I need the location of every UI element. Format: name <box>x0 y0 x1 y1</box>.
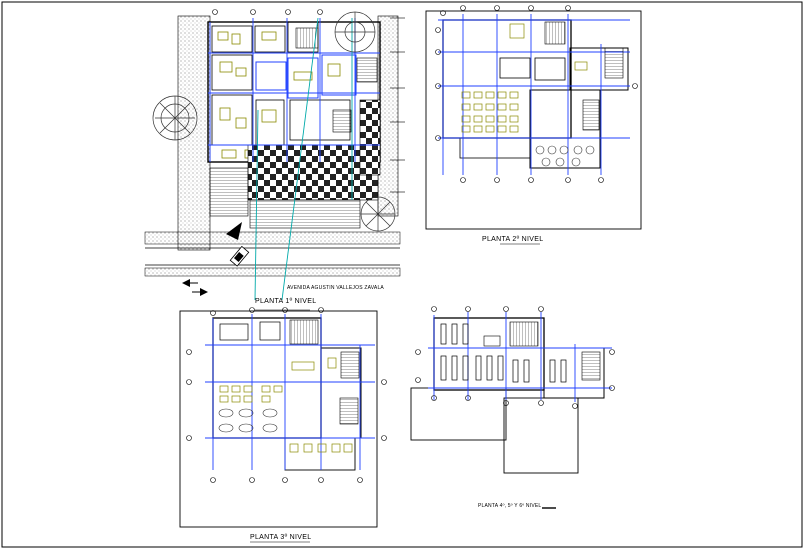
plan-3-frame <box>179 310 378 528</box>
stairs <box>581 351 601 381</box>
plan-1-floor-plan <box>144 9 405 311</box>
plan-2-floor-plan <box>425 5 642 245</box>
plan-3-floor-plan <box>179 307 387 543</box>
terrace <box>459 137 531 159</box>
room <box>483 335 501 347</box>
tables <box>218 408 278 433</box>
site-lines <box>254 17 353 301</box>
room <box>321 54 357 96</box>
terrace <box>284 437 356 471</box>
room <box>499 57 531 79</box>
room <box>255 99 285 146</box>
structural-grid <box>438 14 630 175</box>
entrance-steps <box>249 199 361 229</box>
plan-3-title: PLANTA 3º NIVEL <box>250 534 312 541</box>
tree-icon <box>334 11 376 53</box>
room <box>259 321 281 341</box>
room <box>211 54 253 91</box>
site-landscape-right <box>377 15 399 217</box>
site-landscape <box>177 15 211 251</box>
grid-axis-markers <box>212 9 405 193</box>
plan-2-title: PLANTA 2º NIVEL <box>482 236 544 243</box>
desks <box>461 23 588 133</box>
plan-45-title: PLANTA 4º, 5º Y 6º NIVEL <box>478 503 542 509</box>
stairs <box>356 57 378 83</box>
stairs <box>332 109 352 133</box>
room <box>287 57 319 99</box>
building-outline <box>207 21 381 163</box>
stairs <box>604 47 624 79</box>
tree-icon <box>152 95 198 141</box>
stairs <box>544 21 566 45</box>
plan-1-title: PLANTA 1º NIVEL <box>255 298 317 305</box>
building-wing <box>529 89 601 169</box>
car-icon <box>229 245 250 267</box>
stairs <box>582 99 600 131</box>
grid-axis-markers <box>435 5 638 183</box>
tiled-patio-side <box>359 99 381 176</box>
sidewalk-lower <box>144 267 401 277</box>
stairs <box>339 397 359 425</box>
stairs <box>509 321 539 347</box>
room <box>534 57 566 81</box>
desks <box>219 357 353 453</box>
plan-2-frame <box>425 10 642 230</box>
sidewalk <box>144 231 401 245</box>
tiled-patio <box>247 144 379 201</box>
traffic-arrow-icon <box>182 279 208 296</box>
structural-grid <box>208 18 380 162</box>
furniture <box>217 31 341 159</box>
lower-block <box>503 397 579 474</box>
stairs <box>340 351 360 379</box>
grid-axis-markers <box>186 307 387 483</box>
room <box>219 323 249 341</box>
tables <box>535 145 595 167</box>
room <box>255 61 287 91</box>
entry-arrow-icon <box>226 222 242 240</box>
street-label: AVENIDA AGUSTIN VALLEJOS ZAVALA <box>287 285 384 291</box>
lower-block <box>410 387 507 441</box>
room <box>211 25 253 53</box>
tree-icon <box>360 196 396 232</box>
entrance-ramp <box>209 167 249 217</box>
stairs <box>295 27 319 49</box>
grid-axis-markers <box>415 306 615 409</box>
library-shelves <box>440 323 567 383</box>
plan-45-floor-plan <box>410 306 615 509</box>
stairs <box>289 319 319 345</box>
room <box>254 25 286 53</box>
